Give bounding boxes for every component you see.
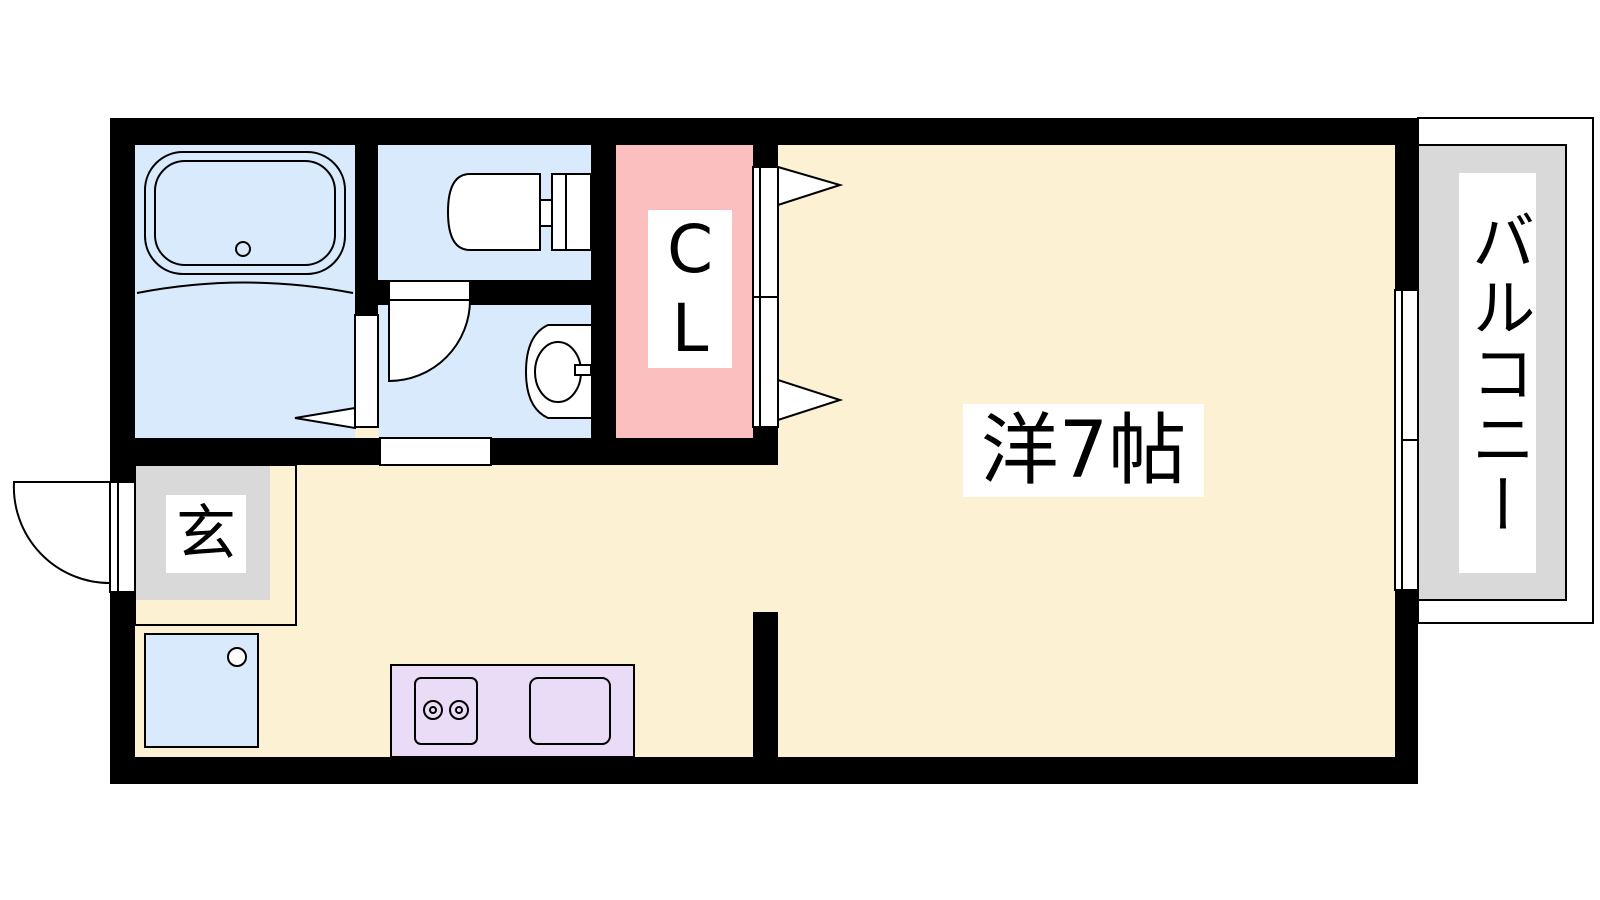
sliding-window-icon [109,166,1419,593]
sink-icon [529,677,611,745]
washbasin-icon [524,324,592,419]
entrance-door-icon [12,481,111,585]
bathroom-floor [135,145,355,438]
swing-door-icon [388,280,472,383]
toilet-icon [446,173,592,251]
washing-machine-pan-icon [144,633,259,748]
bathtub-icon [136,151,354,294]
western-room-label: 洋7帖 [963,404,1204,497]
walls [110,118,1418,784]
stove-burner-icon [414,677,478,745]
opening-markers [294,165,844,430]
balcony-label: バルコニー [1459,173,1536,573]
closet-label-line1: C [666,210,714,288]
closet-label: C L [648,210,732,368]
closet-label-line2: L [671,289,709,367]
kitchen-counter [390,664,635,758]
entrance-label: 玄 [166,495,246,573]
